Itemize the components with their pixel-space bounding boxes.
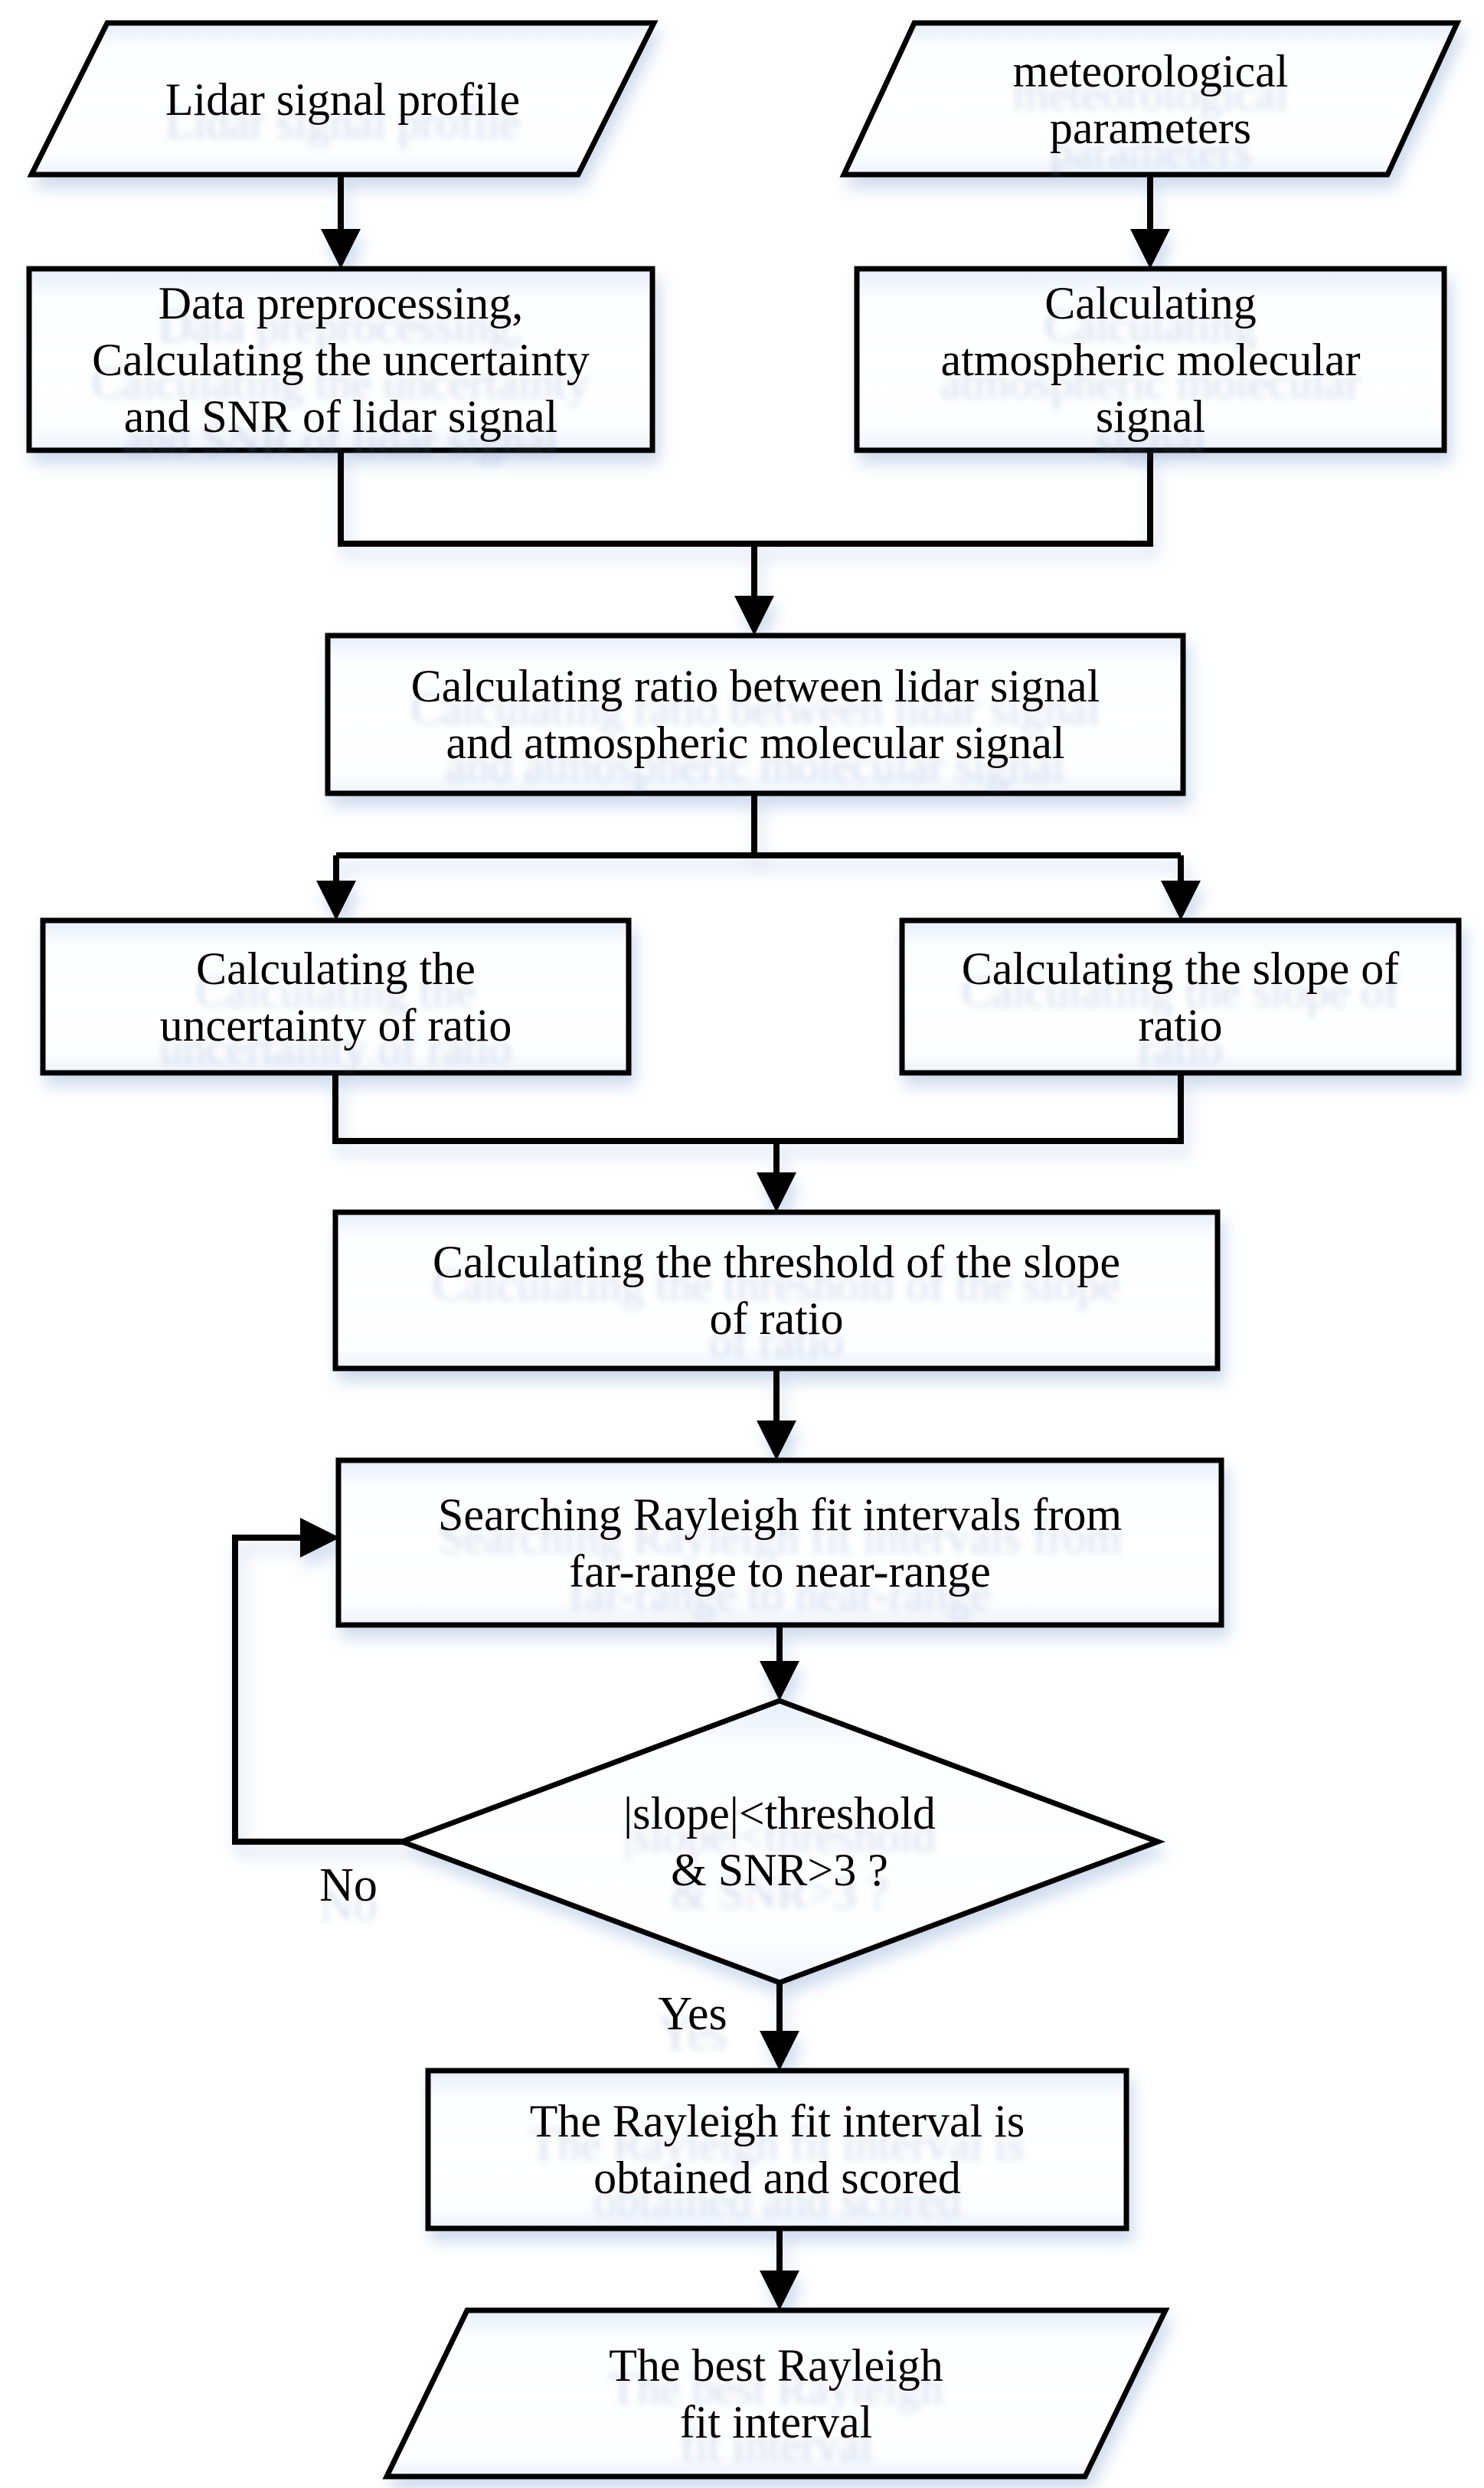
text-line: and atmospheric molecular signal: [446, 718, 1065, 768]
arrowhead-right-icon: [300, 1518, 340, 1558]
calc-ratio-uncertainty-shape: [40, 917, 632, 1076]
meteorological-parameters-label: meteorological parameters: [842, 22, 1459, 176]
text-line: parameters: [1049, 102, 1252, 153]
arrowhead-down-icon: [316, 881, 356, 920]
arrowhead-down-icon: [757, 1421, 796, 1460]
edge-merge-to-ratio: [338, 450, 1153, 603]
text-line: Calculating: [1044, 277, 1257, 329]
text-line: Calculating the slope of: [961, 943, 1400, 994]
calc-molecular-signal-shape: [854, 266, 1447, 453]
text-line: meteorological: [1012, 45, 1289, 96]
text-line: Calculating the uncertainty: [92, 334, 590, 385]
calc-ratio-label: Calculating ratio between lidar signal a…: [328, 636, 1183, 793]
data-preprocessing-label: Data preprocessing, Calculating the unce…: [29, 269, 652, 450]
best-interval-label: The best Rayleigh fit interval: [387, 2310, 1165, 2477]
arrowhead-down-icon: [760, 1661, 799, 1701]
decision-label: |slope|<threshold & SNR>3 ?: [400, 1701, 1159, 1983]
data-preprocessing-shape: [26, 266, 655, 453]
text-line: Calculating the threshold of the slope: [432, 1237, 1121, 1287]
connector-lines: [232, 175, 1184, 2276]
calc-ratio-slope-label: Calculating the slope of ratio: [902, 920, 1459, 1073]
text-line: |slope|<threshold: [623, 1788, 936, 1839]
text-line: obtained and scored: [593, 2153, 961, 2203]
edge-split-ratio: [333, 793, 1184, 887]
arrowhead-down-icon: [734, 596, 774, 636]
arrowhead-down-icon: [760, 2031, 799, 2071]
decision-no-label: No: [319, 1859, 378, 1911]
calc-ratio-uncertainty-label: Calculating the uncertainty of ratio: [43, 920, 629, 1073]
search-intervals-label: Searching Rayleigh fit intervals from fa…: [338, 1460, 1221, 1625]
arrowhead-down-icon: [1130, 229, 1170, 269]
arrowhead-down-icon: [760, 2271, 799, 2310]
text-line: Calculating the: [196, 943, 476, 994]
calc-ratio-slope-shape: [899, 917, 1462, 1076]
decision-diamond-shape: [394, 1698, 1166, 1986]
arrowhead-down-icon: [757, 1172, 796, 1212]
calc-ratio-shape: [325, 633, 1186, 796]
text-line: signal: [1095, 391, 1206, 442]
node-shapes: [26, 20, 1462, 2480]
text-line: Calculating ratio between lidar signal: [410, 661, 1100, 711]
arrowhead-down-icon: [321, 229, 361, 269]
interval-obtained-shape: [425, 2068, 1129, 2231]
edge-merge-to-threshold: [332, 1073, 1184, 1179]
text-line: Searching Rayleigh fit intervals from: [437, 1489, 1123, 1540]
arrowhead-down-icon: [1161, 881, 1201, 920]
calc-molecular-signal-label: Calculating atmospheric molecular signal: [857, 269, 1444, 450]
meteorological-parameters-shape: [839, 20, 1462, 178]
text-line: & SNR>3 ?: [671, 1845, 888, 1895]
text-line: Data preprocessing,: [158, 277, 524, 329]
text-line: and SNR of lidar signal: [123, 391, 558, 442]
text-line: ratio: [1138, 999, 1223, 1051]
text-line: fit interval: [679, 2396, 873, 2447]
text-line: Lidar signal profile: [165, 74, 521, 125]
best-interval-shape: [382, 2307, 1170, 2480]
text-line: of ratio: [709, 1293, 844, 1344]
calc-slope-threshold-shape: [332, 1209, 1221, 1372]
text-line: The best Rayleigh: [609, 2339, 943, 2391]
edge-decision-no-loop: [232, 1535, 402, 1845]
text-line: uncertainty of ratio: [159, 999, 512, 1051]
text-line: far-range to near-range: [569, 1545, 991, 1597]
arrow-heads: [300, 229, 1201, 2310]
text-line: atmospheric molecular: [940, 334, 1361, 385]
calc-slope-threshold-label: Calculating the threshold of the slope o…: [335, 1212, 1218, 1368]
lidar-signal-profile-shape: [27, 20, 659, 178]
interval-obtained-label: The Rayleigh fit interval is obtained an…: [428, 2071, 1126, 2228]
search-intervals-shape: [335, 1457, 1224, 1628]
text-line: The Rayleigh fit interval is: [529, 2096, 1025, 2146]
decision-yes-label: Yes: [658, 1988, 727, 2040]
lidar-signal-profile-label: Lidar signal profile: [31, 22, 655, 176]
